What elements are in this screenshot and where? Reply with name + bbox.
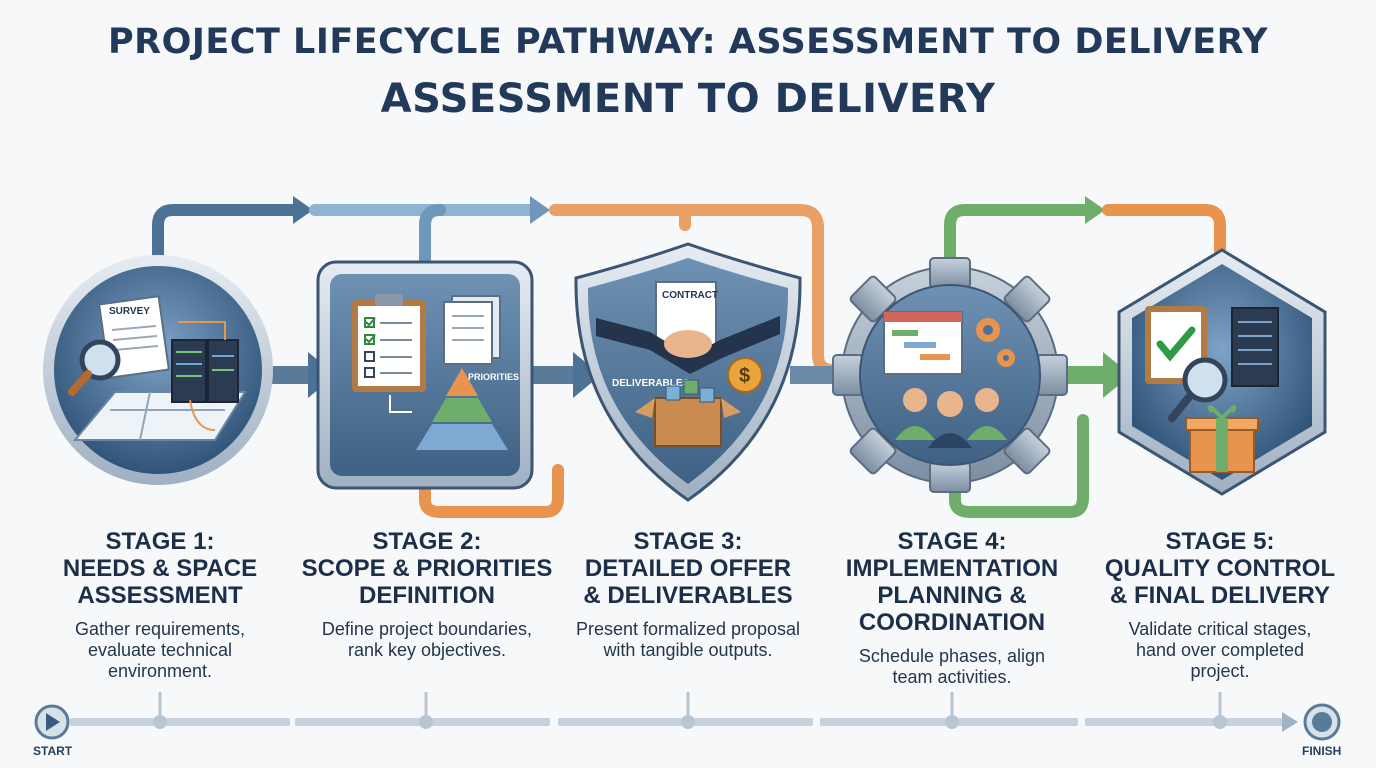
stage-description: Gather requirements, evaluate technical … [74, 619, 246, 681]
stage-heading: STAGE 2: SCOPE & PRIORITIES DEFINITION [301, 528, 553, 609]
stage-1: STAGE 1: NEEDS & SPACE ASSESSMENT Gather… [25, 528, 295, 682]
svg-text:PRIORITIES: PRIORITIES [468, 372, 519, 382]
priority-pyramid-icon: PRIORITIES [416, 368, 519, 450]
arrow-stage4-top [944, 204, 1091, 268]
svg-text:$: $ [739, 365, 750, 387]
page-subtitle: ASSESSMENT TO DELIVERY [380, 76, 996, 122]
handshake-icon [596, 316, 780, 374]
stage-heading: STAGE 4: IMPLEMENTATION PLANNING & COORD… [845, 528, 1059, 636]
stage-5: STAGE 5: QUALITY CONTROL & FINAL DELIVER… [1085, 528, 1355, 682]
timeline-marker [945, 715, 959, 729]
stage-description: Validate critical stages, hand over comp… [1128, 619, 1312, 681]
timeline-marker [153, 715, 167, 729]
stage2-badge: PRIORITIES [316, 260, 534, 490]
gift-box-icon [1185, 405, 1259, 473]
gears-icon [976, 318, 1015, 367]
page-title: PROJECT LIFECYCLE PATHWAY: ASSESSMENT TO… [107, 22, 1269, 62]
deliverables-box-icon: DELIVERABLES [612, 378, 741, 447]
timeline-finish-label: FINISH [1302, 744, 1342, 758]
arrow-stage1-top [152, 204, 301, 261]
play-icon [34, 704, 70, 740]
clipboard-checklist-icon [352, 294, 426, 392]
server-rack-icon [171, 321, 239, 431]
arrow-stage5-top [1102, 204, 1226, 256]
stage-description: Schedule phases, align team activities. [858, 646, 1046, 687]
stage5-badge [1117, 248, 1327, 496]
magnifier-icon [68, 339, 121, 396]
stage-heading: STAGE 1: NEEDS & SPACE ASSESSMENT [62, 528, 258, 609]
timeline-marker [1213, 715, 1227, 729]
server-icon [1231, 307, 1279, 387]
stage-heading: STAGE 5: QUALITY CONTROL & FINAL DELIVER… [1104, 528, 1336, 609]
timeline [34, 692, 1341, 741]
stage-3: STAGE 3: DETAILED OFFER & DELIVERABLES P… [553, 528, 823, 661]
svg-text:CONTRACT: CONTRACT [662, 290, 718, 301]
timeline-marker [681, 715, 695, 729]
stage-heading: STAGE 3: DETAILED OFFER & DELIVERABLES [583, 528, 793, 609]
stage-4: STAGE 4: IMPLEMENTATION PLANNING & COORD… [817, 528, 1087, 688]
stage-description: Define project boundaries, rank key obje… [321, 619, 533, 660]
svg-text:DELIVERABLES: DELIVERABLES [612, 378, 690, 389]
stage3-badge: CONTRACT $ DELIVERABLES [574, 242, 802, 502]
team-headsets-icon [895, 388, 1007, 448]
stage-2: STAGE 2: SCOPE & PRIORITIES DEFINITION D… [292, 528, 562, 661]
floor-plan-icon [72, 391, 247, 441]
documents-icon [443, 295, 501, 365]
stage-description: Present formalized proposal with tangibl… [575, 619, 801, 660]
stage1-badge: SURVEY [43, 255, 273, 485]
flow-arrow-icon [389, 395, 412, 413]
stage4-badge [832, 257, 1068, 493]
timeline-marker [419, 715, 433, 729]
dollar-coin-icon: $ [727, 357, 763, 393]
finish-icon [1303, 703, 1341, 741]
magnifier-icon [1168, 357, 1228, 422]
gantt-calendar-icon [883, 311, 963, 375]
svg-text:SURVEY: SURVEY [109, 306, 150, 317]
timeline-start-label: START [33, 744, 73, 758]
